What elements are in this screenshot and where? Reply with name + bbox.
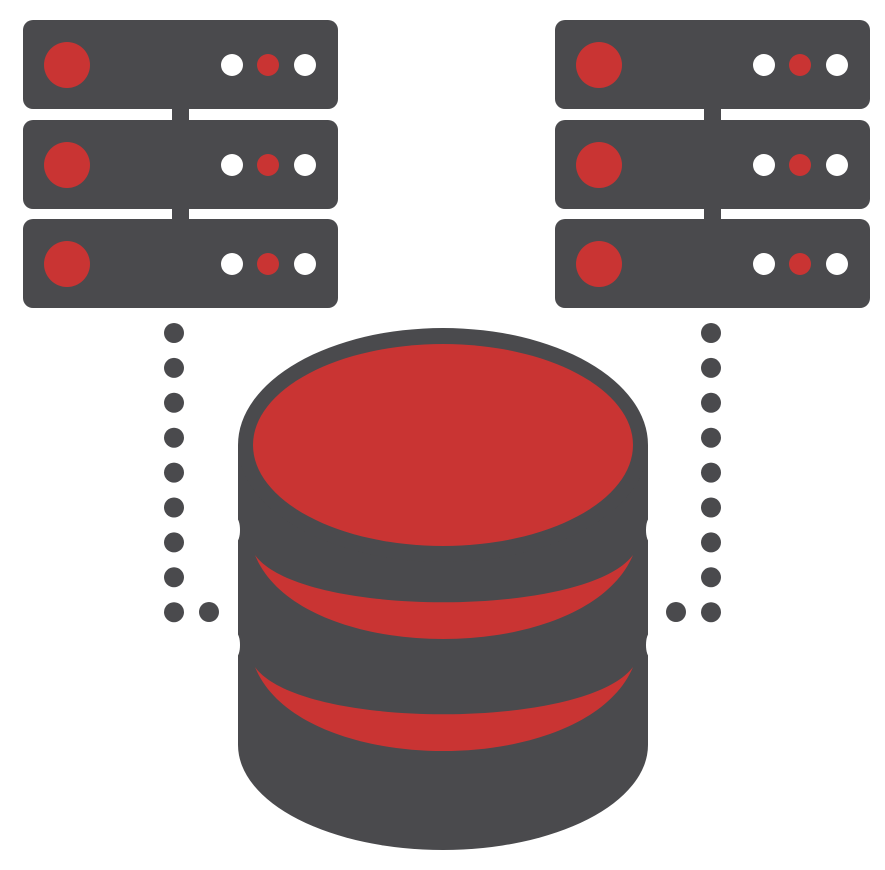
status-light-icon xyxy=(753,54,775,76)
status-light-icon xyxy=(257,54,279,76)
connector-dot xyxy=(164,497,184,518)
server-unit xyxy=(23,120,338,209)
status-light-icon xyxy=(789,54,811,76)
connector-dot xyxy=(701,567,721,588)
status-light-icon xyxy=(221,253,243,275)
connector-dot xyxy=(164,427,184,448)
connector-dot xyxy=(701,357,721,378)
database-segment-band xyxy=(255,555,633,639)
server-rack-left xyxy=(23,20,338,308)
power-light-icon xyxy=(576,42,622,88)
segment-notch xyxy=(646,518,654,542)
status-light-icon xyxy=(789,253,811,275)
status-light-icon xyxy=(221,154,243,176)
status-light-icon xyxy=(826,54,848,76)
connector-dot xyxy=(164,392,184,413)
database-icon xyxy=(232,328,654,850)
power-light-icon xyxy=(44,42,90,88)
server-unit-body xyxy=(555,120,870,209)
database-top-surface xyxy=(253,344,633,546)
server-unit-body xyxy=(23,20,338,109)
server-unit-body xyxy=(23,120,338,209)
server-racks xyxy=(23,20,870,308)
status-light-icon xyxy=(753,253,775,275)
server-unit xyxy=(23,20,338,109)
segment-notch xyxy=(232,518,240,542)
status-light-icon xyxy=(257,154,279,176)
status-light-icon xyxy=(294,253,316,275)
connector-dot xyxy=(164,567,184,588)
connector-dot xyxy=(701,532,721,553)
status-light-icon xyxy=(294,154,316,176)
connector-dot xyxy=(701,392,721,413)
server-rack-right xyxy=(555,20,870,308)
status-light-icon xyxy=(826,154,848,176)
segment-notch xyxy=(646,633,654,657)
server-unit xyxy=(555,120,870,209)
status-light-icon xyxy=(221,54,243,76)
status-light-icon xyxy=(257,253,279,275)
dotted-connectors xyxy=(164,323,721,623)
connector-dot xyxy=(701,323,721,343)
server-unit-body xyxy=(555,219,870,308)
power-light-icon xyxy=(576,241,622,287)
connector-dot xyxy=(164,532,184,553)
connector-dot xyxy=(199,602,219,622)
connector-dot xyxy=(164,462,184,483)
connector-dot xyxy=(164,323,184,343)
database-segment-band xyxy=(255,667,633,751)
status-light-icon xyxy=(294,54,316,76)
server-unit-body xyxy=(23,219,338,308)
server-unit-body xyxy=(555,20,870,109)
connector-dot xyxy=(701,462,721,483)
power-light-icon xyxy=(576,142,622,188)
status-light-icon xyxy=(789,154,811,176)
server-unit xyxy=(23,219,338,308)
status-light-icon xyxy=(826,253,848,275)
server-unit xyxy=(555,219,870,308)
connector-dot xyxy=(164,357,184,378)
status-light-icon xyxy=(753,154,775,176)
connector-dot xyxy=(701,602,721,623)
connector-dot xyxy=(164,602,184,623)
segment-notch xyxy=(232,633,240,657)
power-light-icon xyxy=(44,142,90,188)
server-unit xyxy=(555,20,870,109)
power-light-icon xyxy=(44,241,90,287)
connector-dot xyxy=(701,427,721,448)
connector-dot xyxy=(666,602,686,622)
connector-dot xyxy=(701,497,721,518)
